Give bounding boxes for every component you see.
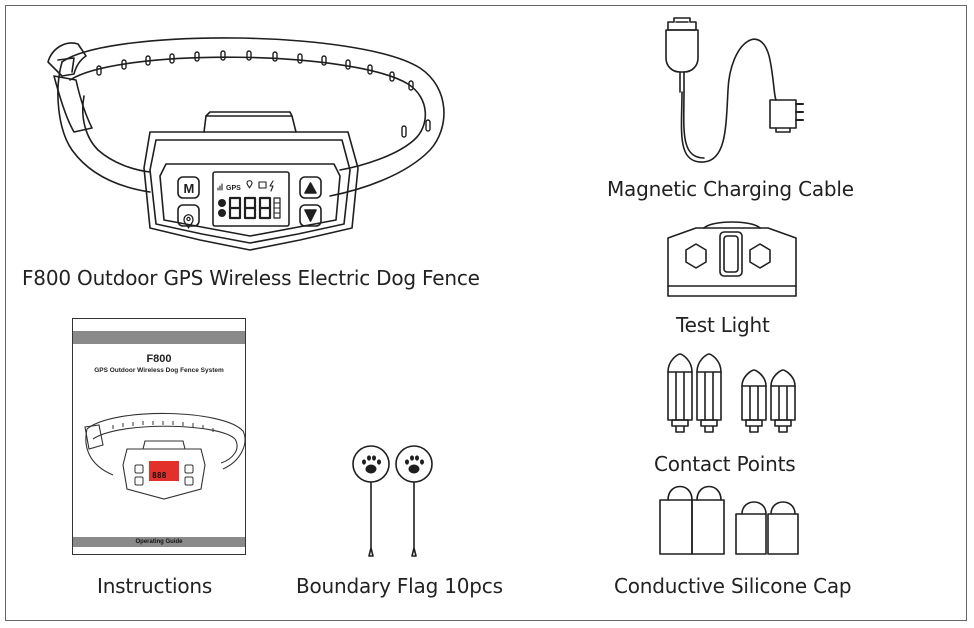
boundary-flags-illustration <box>352 445 433 557</box>
caption-instructions: Instructions <box>97 574 213 598</box>
booklet-footer: Operating Guide <box>135 539 183 545</box>
caption-collar: F800 Outdoor GPS Wireless Electric Dog F… <box>22 266 480 290</box>
booklet-title: F800 <box>146 353 172 365</box>
booklet-lcd-digits: 888 <box>152 471 167 480</box>
caption-boundary-flags: Boundary Flag 10pcs <box>296 574 503 598</box>
booklet-subtitle: GPS Outdoor Wireless Dog Fence System <box>94 367 224 374</box>
silicone-caps-illustration <box>659 485 799 555</box>
figure-frame <box>5 5 967 621</box>
caption-contact-points: Contact Points <box>654 452 796 476</box>
collar-mode-key: M <box>184 181 195 196</box>
caption-test-light: Test Light <box>676 313 770 337</box>
charging-cable-illustration <box>665 17 804 163</box>
booklet-bottom-band <box>73 537 245 547</box>
collar-illustration <box>47 37 445 251</box>
booklet-top-band <box>73 331 245 344</box>
instruction-booklet: F800 GPS Outdoor Wireless Dog Fence Syst… <box>72 318 246 555</box>
contact-points-illustration <box>667 353 796 433</box>
booklet-collar-image: 888 <box>84 412 246 500</box>
caption-silicone-cap: Conductive Silicone Cap <box>614 574 852 598</box>
test-light-illustration <box>667 221 797 297</box>
caption-charging-cable: Magnetic Charging Cable <box>607 177 854 201</box>
collar-gps-label: GPS <box>226 185 241 192</box>
